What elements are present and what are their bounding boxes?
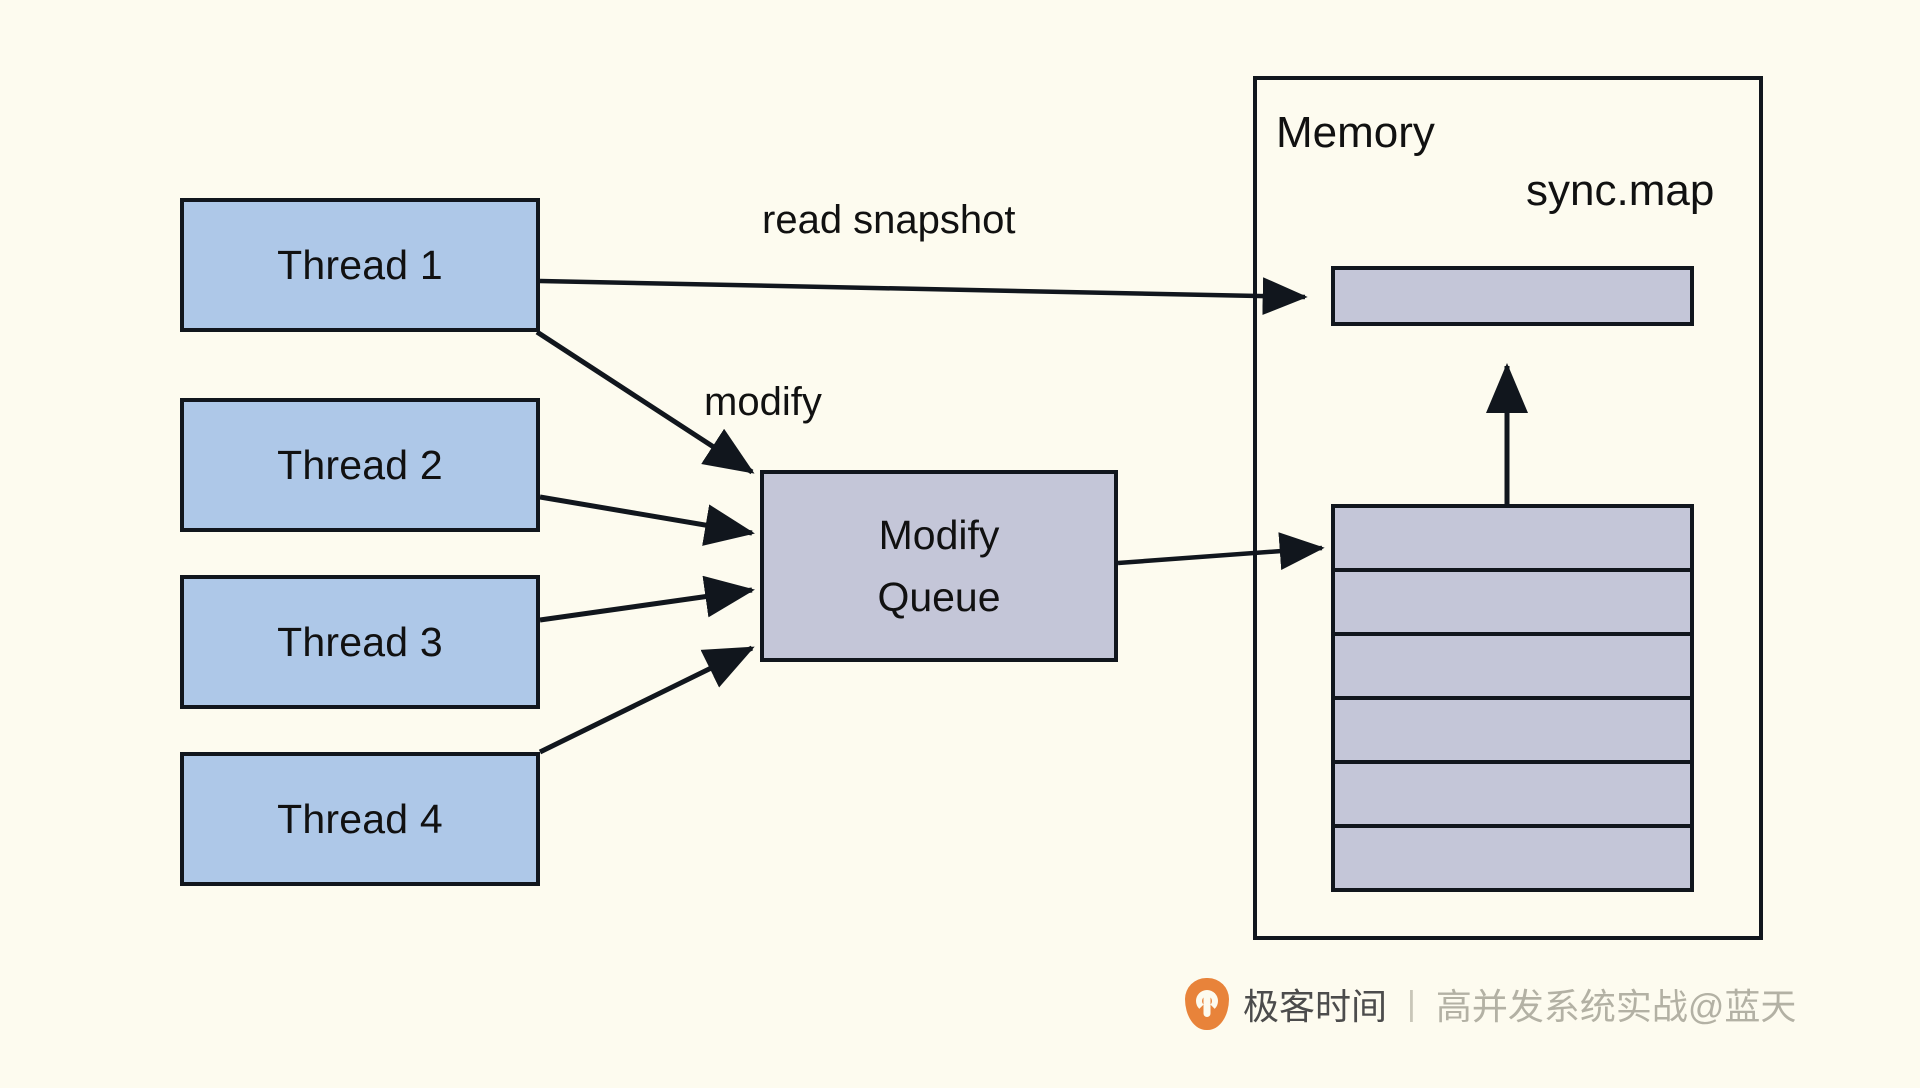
modify-queue-label-line1: Modify [878, 511, 1000, 558]
sync-map-read-snapshot-bar[interactable] [1331, 266, 1694, 326]
modify-queue-label-line2: Queue [877, 574, 1001, 620]
watermark-brand: 极客时间 [1243, 986, 1388, 1027]
map-stack-row[interactable] [1335, 764, 1690, 828]
map-stack-row[interactable] [1335, 828, 1690, 888]
geekbang-logo-icon [1185, 978, 1229, 1030]
thread-2-label: Thread 2 [277, 441, 443, 488]
thread-4-label: Thread 4 [277, 795, 443, 842]
thread-2-box[interactable]: Thread 2 [180, 398, 540, 532]
map-stack-row[interactable] [1335, 572, 1690, 636]
thread-1-box[interactable]: Thread 1 [180, 198, 540, 332]
memory-title: Memory [1276, 108, 1435, 157]
modify-queue-box[interactable]: Modify Queue [760, 470, 1118, 662]
edge-thread3-to-queue [539, 575, 755, 623]
watermark: 极客时间 | 高并发系统实战@蓝天 [1185, 978, 1796, 1030]
map-stack-row[interactable] [1335, 508, 1690, 572]
map-stack-row[interactable] [1335, 700, 1690, 764]
sync-map-title: sync.map [1526, 166, 1715, 215]
thread-1-label: Thread 1 [277, 241, 443, 288]
sync-map-dirty-stack[interactable] [1331, 504, 1694, 892]
thread-4-box[interactable]: Thread 4 [180, 752, 540, 886]
thread-3-box[interactable]: Thread 3 [180, 575, 540, 709]
edge-thread4-to-queue [538, 645, 755, 755]
watermark-course: 高并发系统实战@蓝天 [1435, 986, 1797, 1027]
map-stack-row[interactable] [1335, 636, 1690, 700]
thread-3-label: Thread 3 [277, 618, 443, 665]
modify-edge-label: modify [704, 380, 822, 424]
edge-thread2-to-queue [539, 494, 755, 546]
read-snapshot-edge-label: read snapshot [762, 198, 1016, 242]
edge-thread1-to-snapshot [539, 277, 1308, 316]
memory-container [1253, 76, 1763, 940]
watermark-divider: | [1407, 984, 1416, 1023]
